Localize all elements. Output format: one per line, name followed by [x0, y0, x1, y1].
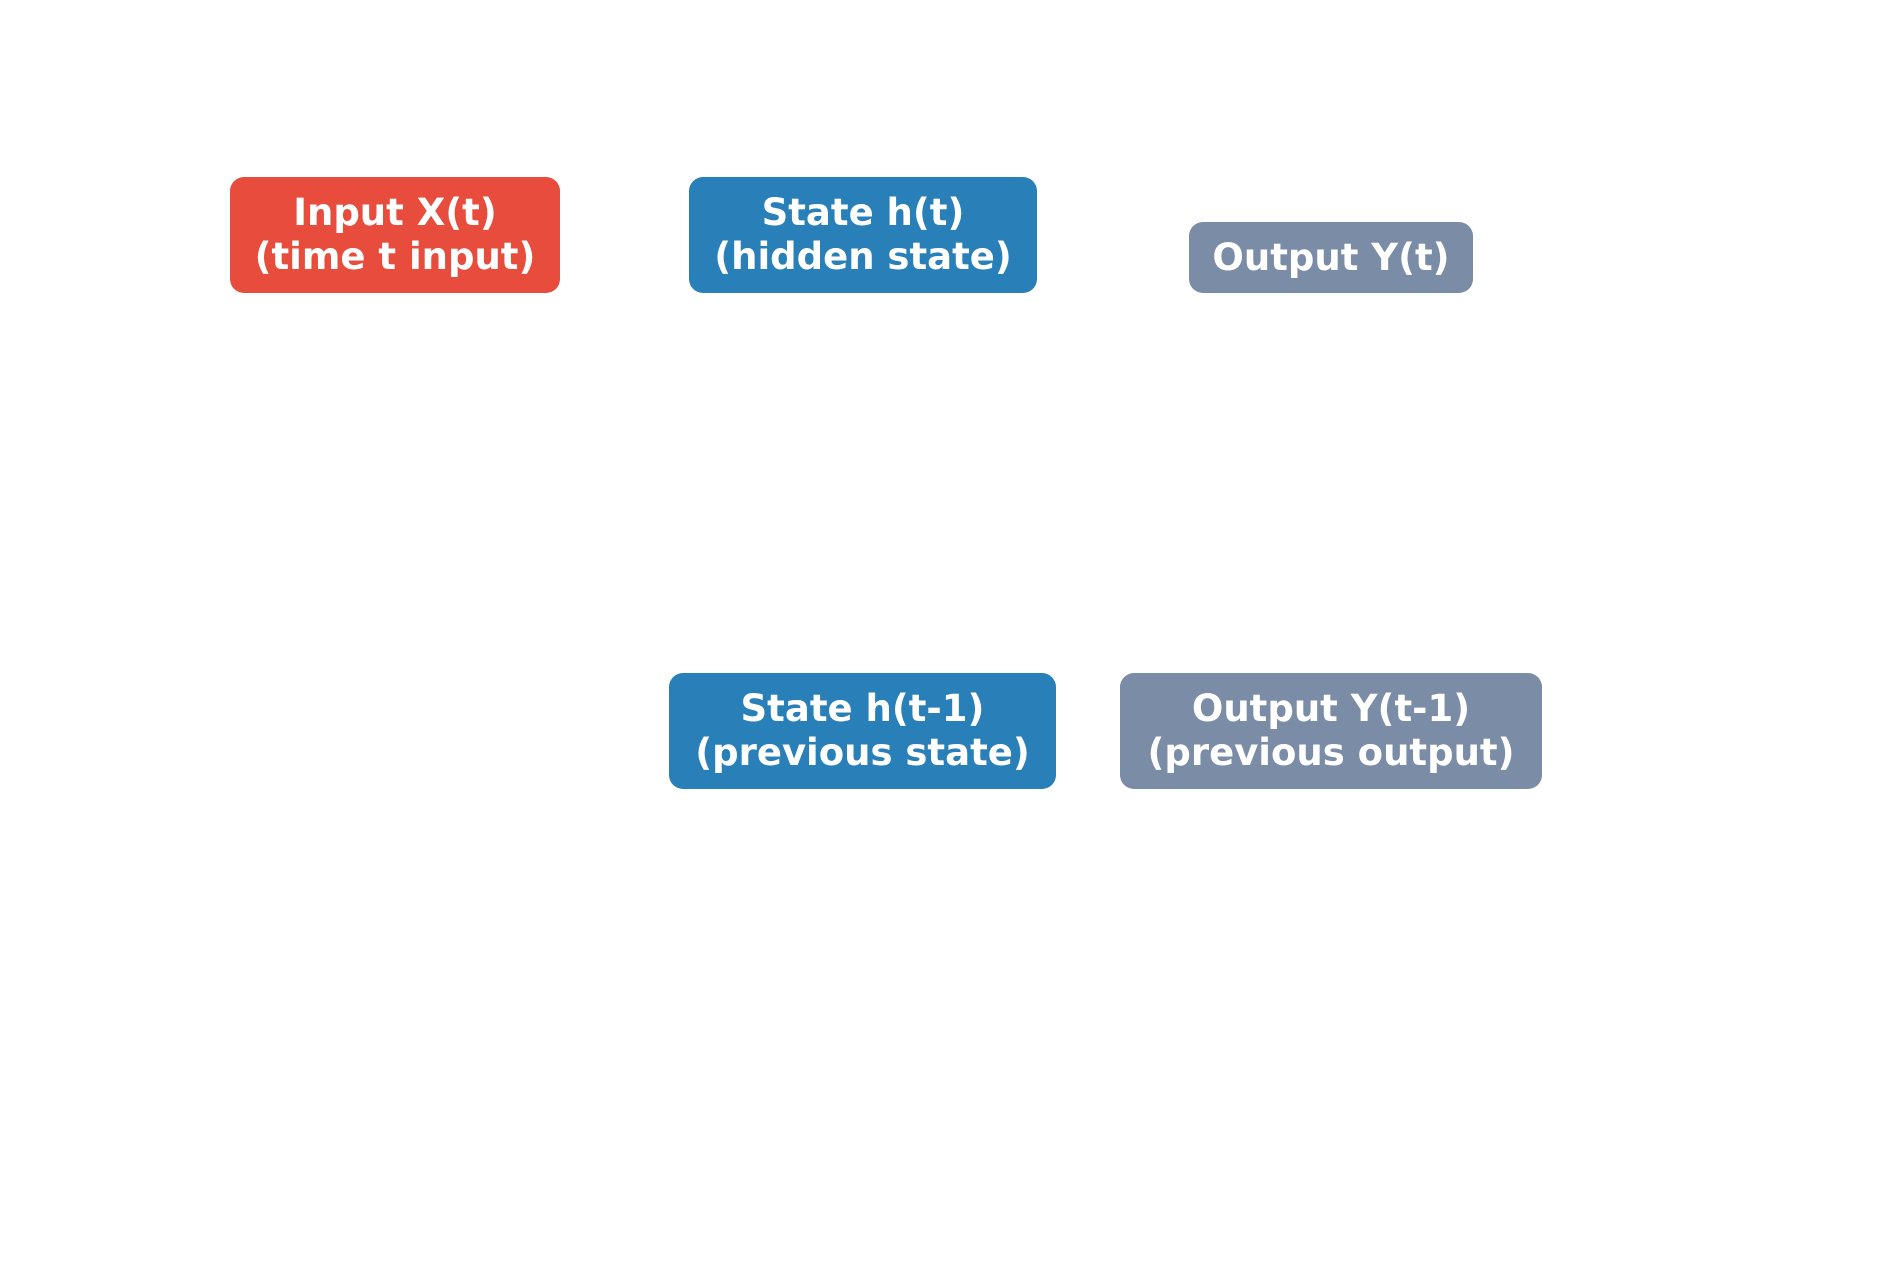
input-node-title: Input X(t)	[293, 191, 497, 234]
input-node: Input X(t) (time t input)	[230, 177, 560, 293]
input-node-subtitle: (time t input)	[254, 235, 536, 278]
state-node: State h(t) (hidden state)	[689, 177, 1037, 293]
previous-state-node: State h(t-1) (previous state)	[669, 673, 1056, 789]
previous-output-node: Output Y(t-1) (previous output)	[1120, 673, 1542, 789]
previous-output-node-subtitle: (previous output)	[1147, 731, 1515, 774]
state-node-subtitle: (hidden state)	[714, 235, 1012, 278]
state-node-title: State h(t)	[761, 191, 965, 234]
previous-output-node-title: Output Y(t-1)	[1191, 687, 1471, 730]
previous-state-node-title: State h(t-1)	[740, 687, 985, 730]
output-node: Output Y(t)	[1189, 222, 1473, 293]
output-node-title: Output Y(t)	[1212, 235, 1450, 279]
previous-state-node-subtitle: (previous state)	[695, 731, 1030, 774]
